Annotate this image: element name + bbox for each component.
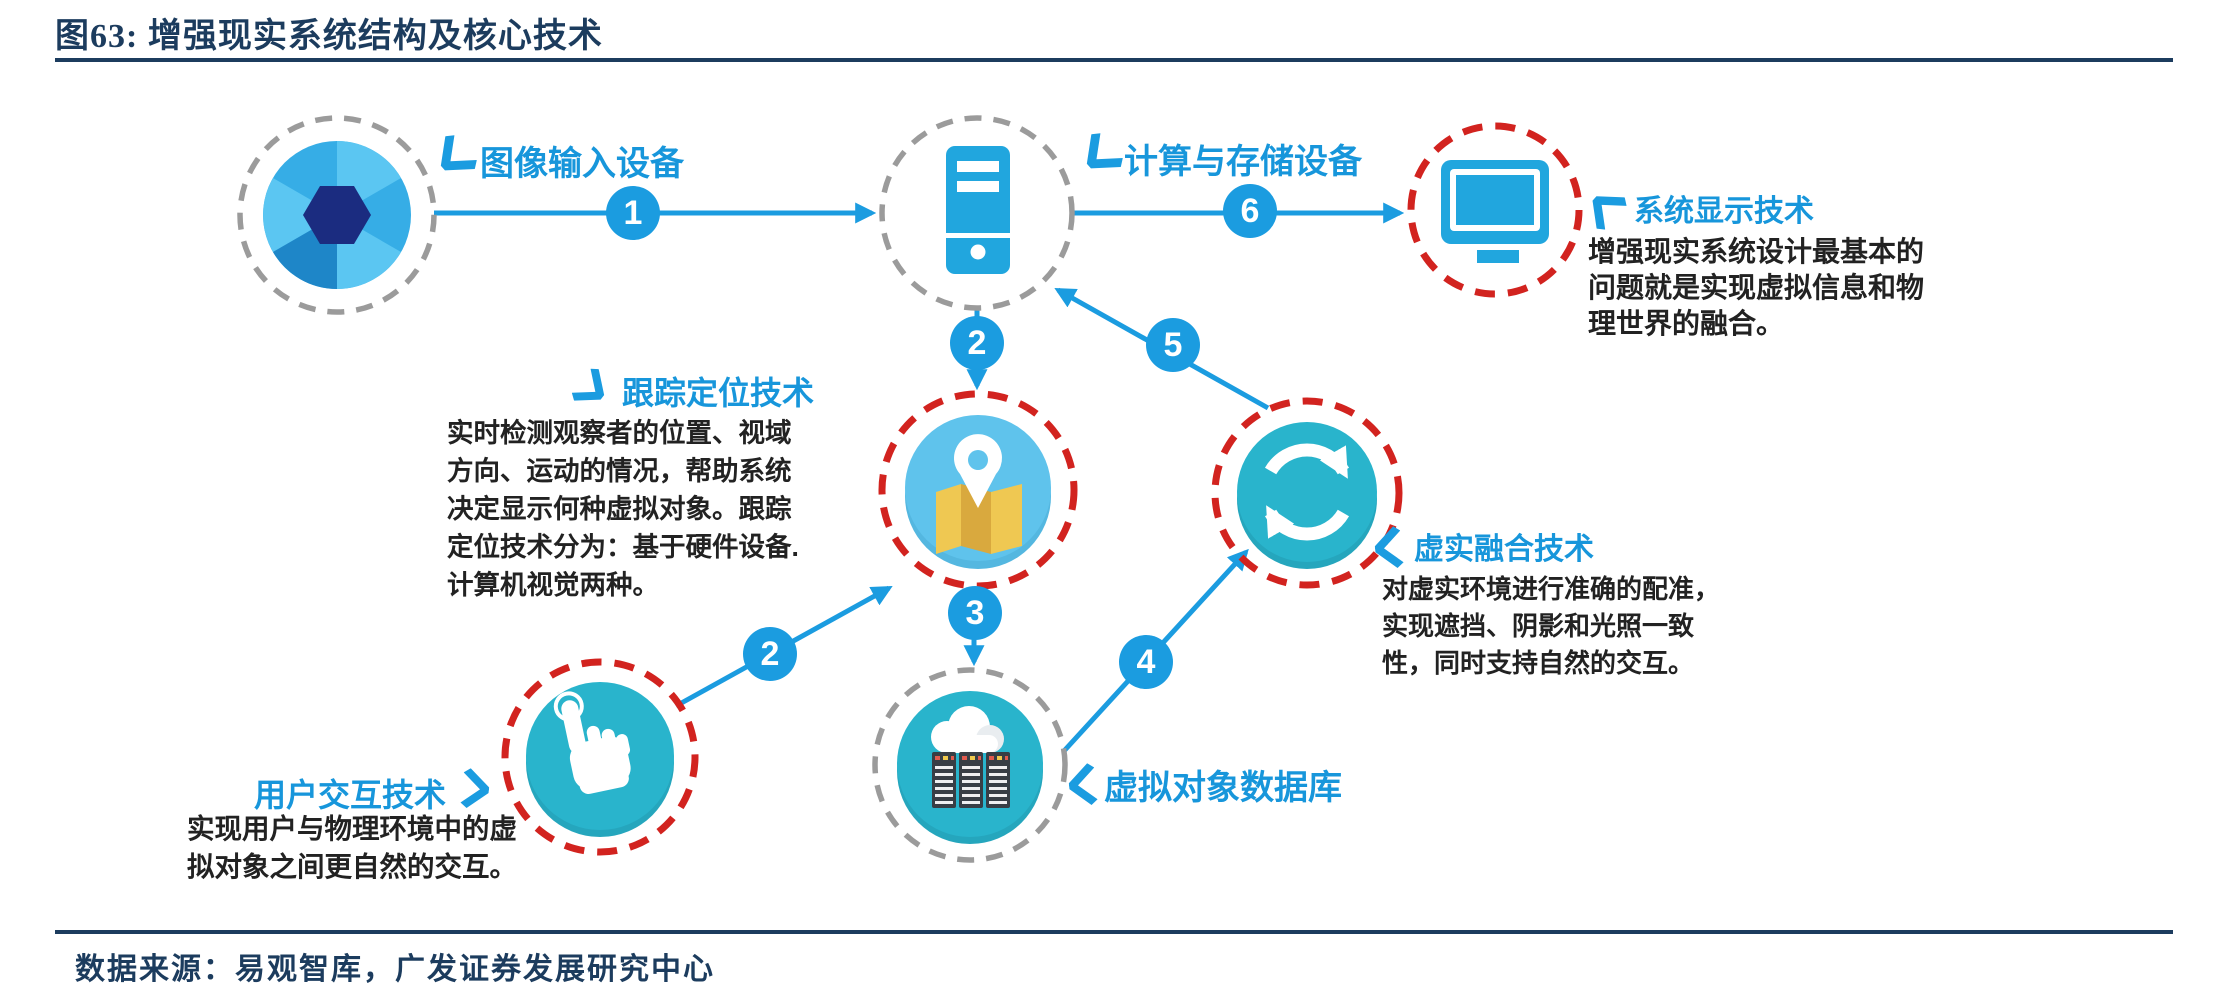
fusion-label-quote-icon (1370, 526, 1404, 571)
map-pin-icon (905, 415, 1051, 569)
computer-label-quote-icon (1072, 129, 1127, 184)
computer-tower-icon (946, 146, 1010, 274)
node-rings (237, 115, 1583, 863)
computer-label: 计算与存储设备 (1124, 143, 1362, 181)
tracking-description: 实时检测观察者的位置、视域 方向、运动的情况，帮助系统 决定显示何种虚拟对象。跟… (447, 418, 799, 600)
flow-badge-5: 5 (1146, 318, 1200, 372)
display-description: 增强现实系统设计最基本的 问题就是实现虚拟信息和物 理世界的融合。 (1588, 236, 1925, 339)
camera-label: 图像输入设备 (480, 145, 684, 183)
data-source: 数据来源：易观智库，广发证券发展研究中心 (75, 953, 715, 986)
flow-badge-2-top: 2 (950, 316, 1004, 370)
camera-dashed-ring (237, 115, 437, 315)
monitor-icon (1441, 160, 1549, 263)
flow-badge-4: 4 (1119, 635, 1173, 689)
interaction-dashed-ring (501, 658, 699, 856)
flow-badge-6: 6 (1223, 184, 1277, 238)
sync-arrows-icon (1237, 422, 1377, 569)
fusion-dashed-ring (1211, 397, 1403, 589)
display-label-quote-icon (1578, 181, 1630, 234)
figure-title: 图63: 增强现实系统结构及核心技术 (55, 18, 603, 55)
display-dashed-ring (1407, 122, 1583, 298)
flow-badge-1: 1 (606, 186, 660, 240)
camera-aperture-icon (263, 141, 411, 289)
fusion-label: 虚实融合技术 (1414, 533, 1594, 566)
database-label-quote-icon (1064, 763, 1098, 808)
interaction-description: 实现用户与物理环境中的虚 拟对象之间更自然的交互。 (187, 813, 517, 882)
bottom-rule (55, 930, 2173, 934)
top-rule (55, 58, 2173, 62)
tracking-label-quote-icon (569, 365, 617, 415)
camera-label-quote-icon (426, 131, 481, 186)
tracking-label: 跟踪定位技术 (622, 375, 815, 411)
flow-badge-2-side: 2 (743, 627, 797, 681)
database-dashed-ring (872, 667, 1068, 863)
database-label: 虚拟对象数据库 (1104, 769, 1342, 807)
cloud-server-icon (897, 691, 1043, 844)
interaction-label-quote-icon (460, 768, 494, 811)
interaction-label: 用户交互技术 (254, 777, 447, 813)
server-racks (932, 752, 1010, 808)
flow-badge-3: 3 (948, 586, 1002, 640)
display-label: 系统显示技术 (1634, 195, 1814, 228)
fusion-description: 对虚实环境进行准确的配准， 实现遮挡、阴影和光照一致 性，同时支持自然的交互。 (1382, 574, 1721, 678)
touch-hand-icon (526, 682, 674, 837)
computer-dashed-ring (879, 115, 1075, 311)
